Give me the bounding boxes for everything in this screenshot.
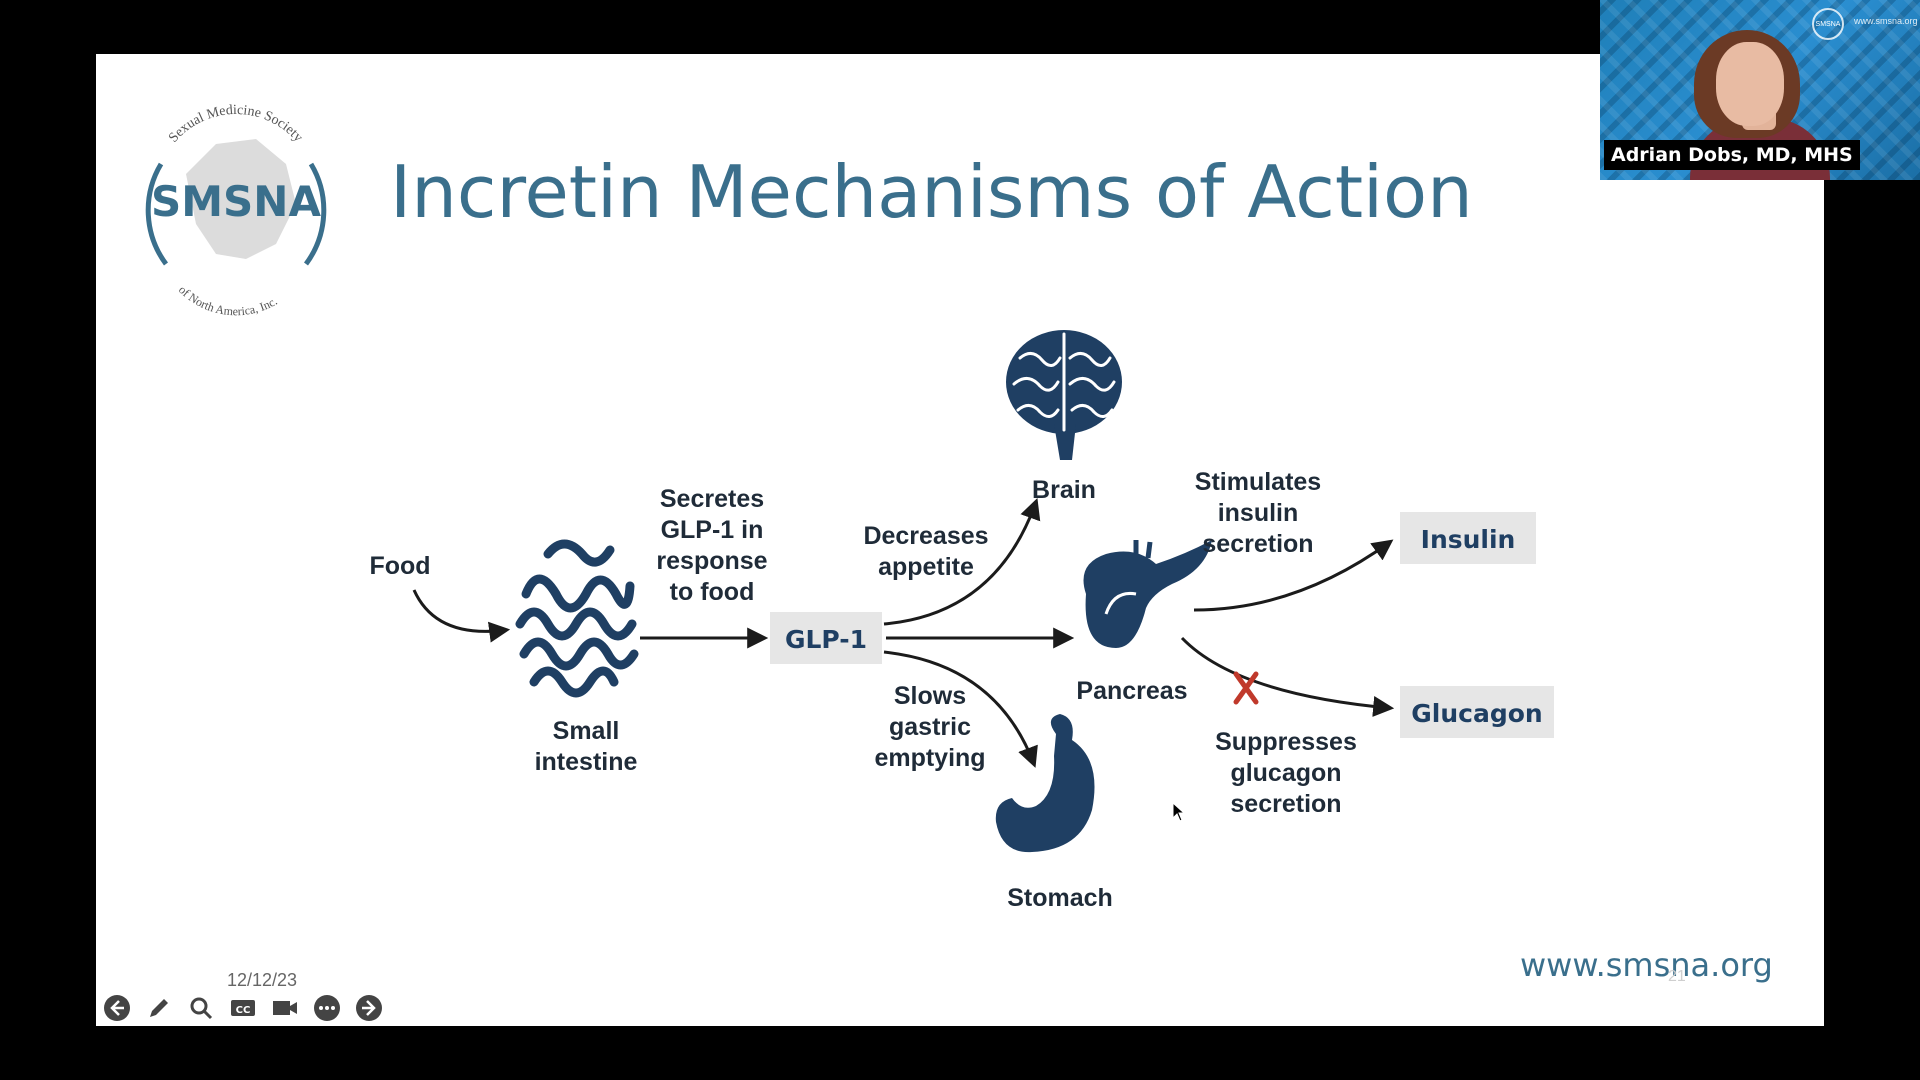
pen-button[interactable]: [142, 991, 176, 1025]
slide-date: 12/12/23: [227, 970, 298, 990]
mouse-cursor-icon: [1172, 802, 1186, 822]
speaker-face: [1716, 42, 1784, 126]
label-suppresses-1: Suppresses: [1215, 728, 1357, 756]
brain-icon: [1006, 330, 1122, 460]
smsna-logo: Sexual Medicine Society SMSNA of North A…: [145, 103, 327, 318]
captions-icon: CC: [231, 1000, 255, 1016]
arrow-left-icon: [104, 995, 130, 1021]
label-food: Food: [369, 552, 430, 580]
label-secretes-2: GLP-1 in: [661, 516, 764, 544]
label-brain: Brain: [1032, 476, 1096, 504]
presentation-slide: Sexual Medicine Society SMSNA of North A…: [96, 54, 1824, 1026]
presenter-toolbar: CC: [96, 988, 386, 1026]
svg-text:CC: CC: [236, 1005, 251, 1016]
label-decreases-1: Decreases: [863, 522, 988, 550]
label-insulin: Insulin: [1421, 525, 1516, 554]
label-stimulates-2: insulin: [1218, 499, 1299, 527]
label-pancreas: Pancreas: [1076, 677, 1187, 705]
label-slows-1: Slows: [894, 682, 966, 710]
logo-main-text: SMSNA: [151, 177, 321, 226]
video-logo: SMSNA: [1812, 8, 1844, 40]
speaker-name-tag: Adrian Dobs, MD, MHS: [1604, 140, 1860, 170]
label-small-intestine-1: Small: [553, 717, 620, 745]
speaker-video-tile[interactable]: SMSNA www.smsna.org Adrian Dobs, MD, MHS: [1600, 0, 1920, 180]
label-secretes-1: Secretes: [660, 485, 764, 513]
arrow-insulin: [1193, 539, 1394, 612]
zoom-button[interactable]: [184, 991, 218, 1025]
captions-button[interactable]: CC: [226, 991, 260, 1025]
label-secretes-4: to food: [670, 578, 755, 606]
magnifier-icon: [190, 997, 213, 1020]
glucagon-box: [1400, 686, 1554, 738]
next-slide-button[interactable]: [352, 991, 386, 1025]
label-glp1: GLP-1: [785, 625, 867, 654]
incretin-diagram: Food Small intestine Secretes GLP-1 in r…: [369, 330, 1554, 912]
label-small-intestine-2: intestine: [535, 748, 638, 776]
camera-button[interactable]: [268, 991, 302, 1025]
label-slows-2: gastric: [889, 713, 971, 741]
video-camera-icon: [273, 1001, 297, 1015]
arrow-right-icon: [356, 995, 382, 1021]
arrow-brain: [883, 498, 1041, 626]
slide-title: Incretin Mechanisms of Action: [390, 150, 1473, 234]
arrow-food: [412, 589, 511, 643]
arrow-glucagon: [1180, 636, 1395, 717]
glp1-box: [770, 612, 882, 664]
more-options-button[interactable]: [310, 991, 344, 1025]
label-decreases-2: appetite: [878, 553, 974, 581]
label-secretes-3: response: [656, 547, 767, 575]
inhibit-x-icon: [1233, 671, 1259, 705]
label-glucagon: Glucagon: [1411, 699, 1542, 728]
slide-url: www.smsna.org: [1520, 946, 1773, 984]
pancreas-icon: [1083, 540, 1212, 648]
label-slows-3: emptying: [874, 744, 985, 772]
pen-icon: [150, 999, 168, 1017]
label-stimulates-1: Stimulates: [1195, 468, 1321, 496]
label-stomach: Stomach: [1007, 884, 1113, 912]
previous-slide-button[interactable]: [100, 991, 134, 1025]
label-suppresses-3: secretion: [1230, 790, 1341, 818]
arrow-stomach: [883, 650, 1038, 768]
video-url: www.smsna.org: [1854, 16, 1918, 26]
small-intestine-icon: [515, 539, 639, 698]
more-icon: [314, 995, 340, 1021]
stomach-icon: [995, 714, 1095, 853]
label-suppresses-2: glucagon: [1230, 759, 1341, 787]
slide-number: 21: [1668, 968, 1686, 985]
map-graphic: [186, 139, 296, 259]
insulin-box: [1400, 512, 1536, 564]
label-stimulates-3: secretion: [1202, 530, 1313, 558]
